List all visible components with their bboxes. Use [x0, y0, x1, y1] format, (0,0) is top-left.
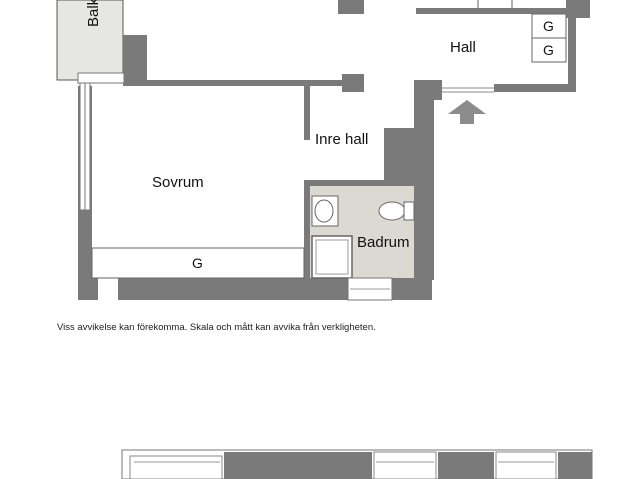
hall-wardrobe-top	[531, 13, 567, 39]
badrum-label: Badrum	[357, 234, 410, 251]
toilet	[378, 201, 415, 221]
entrance-door	[442, 87, 494, 93]
hall-wardrobe-top-label: G	[543, 18, 554, 34]
balcony-area	[56, 0, 124, 81]
balcony-rail	[77, 72, 125, 84]
sink	[311, 195, 339, 227]
hall-wardrobe-bottom	[531, 37, 567, 63]
balcony-door	[79, 79, 91, 211]
sovrum-wardrobe	[91, 247, 305, 279]
hall-label: Hall	[450, 39, 476, 56]
balcony-label: Balk	[85, 0, 102, 27]
disclaimer-text: Viss avvikelse kan förekomma. Skala och …	[57, 322, 376, 333]
inre-hall-label: Inre hall	[315, 131, 368, 148]
sovrum-label: Sovrum	[152, 174, 204, 191]
hall-wardrobe-bottom-label: G	[543, 42, 554, 58]
entrance-arrow-icon	[448, 100, 486, 124]
sovrum-wardrobe-label: G	[192, 255, 203, 271]
second-plan-walls	[121, 449, 593, 479]
shower	[311, 235, 353, 279]
